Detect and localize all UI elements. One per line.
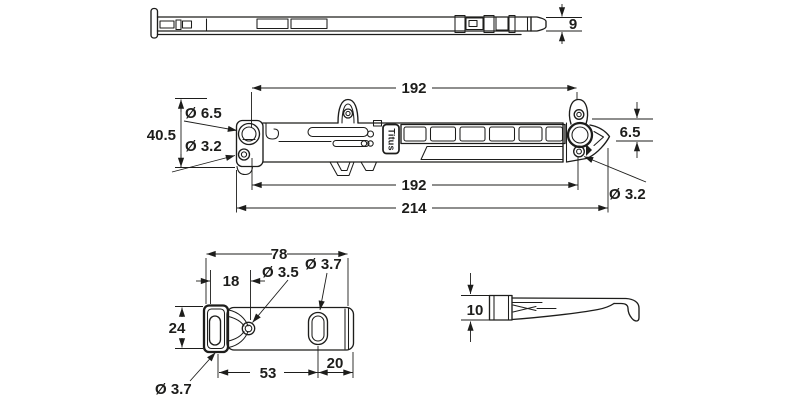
dim-label-front-bottom-length: 192 xyxy=(401,177,426,194)
dim-label-front-hole-large: Ø 6.5 xyxy=(185,105,222,122)
right-lug xyxy=(568,98,589,125)
right-hole-small xyxy=(573,145,585,158)
adapter-oval-slot xyxy=(307,311,329,346)
brand-logo: Titus xyxy=(382,123,400,155)
profile-inner-details xyxy=(159,14,529,34)
profile-end-cap xyxy=(150,7,159,39)
dim-label-profile-height: 9 xyxy=(569,16,577,33)
dim-label-adapter-slot-offset: 20 xyxy=(327,355,344,372)
adapter-side-view: 10 xyxy=(461,273,640,342)
end-bracket xyxy=(202,304,230,354)
dim-label-adapter-width: 78 xyxy=(271,246,288,263)
dim-label-adapter-side-height: 10 xyxy=(467,302,484,319)
dim-label-adapter-slot: Ø 3.7 xyxy=(305,256,342,273)
bottom-hooks xyxy=(329,161,378,177)
dim-adapter-slot: Ø 3.7 xyxy=(305,256,342,311)
ribbed-band xyxy=(400,123,566,145)
dim-front-height: 40.5 xyxy=(147,98,235,168)
dim-profile-height: 9 xyxy=(546,4,582,44)
dim-adapter-hole: Ø 3.5 xyxy=(252,264,299,323)
dim-label-adapter-left-offset: 18 xyxy=(223,273,240,290)
right-catch xyxy=(588,124,611,159)
dim-front-hole-small-right: Ø 3.2 xyxy=(583,156,647,203)
adapter-top-view: 78 18 Ø 3.5 Ø 3.7 24 5 xyxy=(155,246,355,398)
dim-label-front-hole-small-left: Ø 3.2 xyxy=(185,138,222,155)
rail-slot xyxy=(307,126,369,138)
front-view: Titus xyxy=(147,80,653,217)
left-hole-large xyxy=(237,122,261,146)
piston-rod xyxy=(332,139,370,148)
left-hole-small xyxy=(237,148,251,161)
side-profile-view: 9 xyxy=(150,4,582,44)
dim-front-hole-large: Ø 6.5 xyxy=(183,105,238,132)
adapter-screw-hole xyxy=(241,321,256,336)
adapter-side-body xyxy=(488,294,640,322)
dim-adapter-width: 78 xyxy=(205,246,349,306)
centre-lug xyxy=(337,98,359,124)
dim-adapter-span: 53 xyxy=(217,346,319,382)
adapter-body xyxy=(202,304,355,354)
brand-label: Titus xyxy=(387,128,397,150)
dim-front-edge-offset: 6.5 xyxy=(592,102,653,158)
spring-clip-detail xyxy=(512,304,557,313)
dim-front-hole-small-left: Ø 3.2 xyxy=(171,138,236,173)
dim-adapter-bracket-hole: Ø 3.7 xyxy=(155,352,216,398)
profile-tip xyxy=(530,16,547,32)
small-tab xyxy=(372,119,383,127)
bracket-slot xyxy=(208,315,222,346)
profile-body xyxy=(156,16,547,36)
left-lower-ear xyxy=(236,165,254,176)
right-hole-large xyxy=(566,121,594,149)
dim-label-front-height: 40.5 xyxy=(147,127,176,144)
dim-label-front-top-length: 192 xyxy=(401,80,426,97)
front-body: Titus xyxy=(235,98,611,177)
dim-label-front-edge-offset: 6.5 xyxy=(620,124,641,141)
dim-front-top-length: 192 xyxy=(251,80,578,128)
dim-label-adapter-bracket-hole: Ø 3.7 xyxy=(155,381,192,398)
lower-band xyxy=(420,145,564,161)
dim-front-bottom-length: 192 xyxy=(251,157,579,194)
dim-label-front-overall-length: 214 xyxy=(401,200,427,217)
dim-adapter-height: 24 xyxy=(169,306,203,349)
damper-hook xyxy=(265,122,280,140)
right-end xyxy=(562,98,611,163)
dim-adapter-slot-offset: 20 xyxy=(318,352,354,378)
dim-label-front-hole-small-right: Ø 3.2 xyxy=(609,186,646,203)
dim-label-adapter-span: 53 xyxy=(260,365,277,382)
dim-front-overall-length: 214 xyxy=(236,148,609,217)
dim-adapter-left-offset: 18 xyxy=(196,270,265,320)
dim-label-adapter-hole: Ø 3.5 xyxy=(262,264,299,281)
dim-adapter-side-height: 10 xyxy=(461,273,491,342)
dim-label-adapter-height: 24 xyxy=(169,320,186,337)
